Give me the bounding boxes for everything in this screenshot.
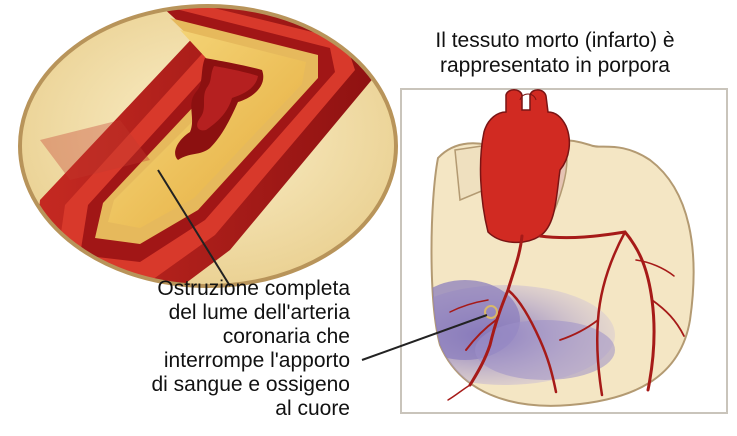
occlusion-caption-line-1: Ostruzione completa: [20, 277, 350, 301]
occlusion-caption-line-6: al cuore: [20, 397, 350, 421]
occlusion-caption-line-3: coronaria che: [20, 325, 350, 349]
heart-illustration-panel: [395, 89, 727, 413]
occlusion-caption-line-5: di sangue e ossigeno: [20, 373, 350, 397]
infarct-caption-line-2: rappresentato in porpora: [380, 53, 730, 78]
occlusion-caption: Ostruzione completa del lume dell'arteri…: [20, 277, 350, 421]
artery-cross-section-inset: [20, 0, 396, 310]
occlusion-caption-line-2: del lume dell'arteria: [20, 301, 350, 325]
occlusion-caption-line-4: interrompe l'apporto: [20, 349, 350, 373]
infarct-caption: Il tessuto morto (infarto) è rappresenta…: [380, 28, 730, 78]
infarct-caption-line-1: Il tessuto morto (infarto) è: [380, 28, 730, 53]
